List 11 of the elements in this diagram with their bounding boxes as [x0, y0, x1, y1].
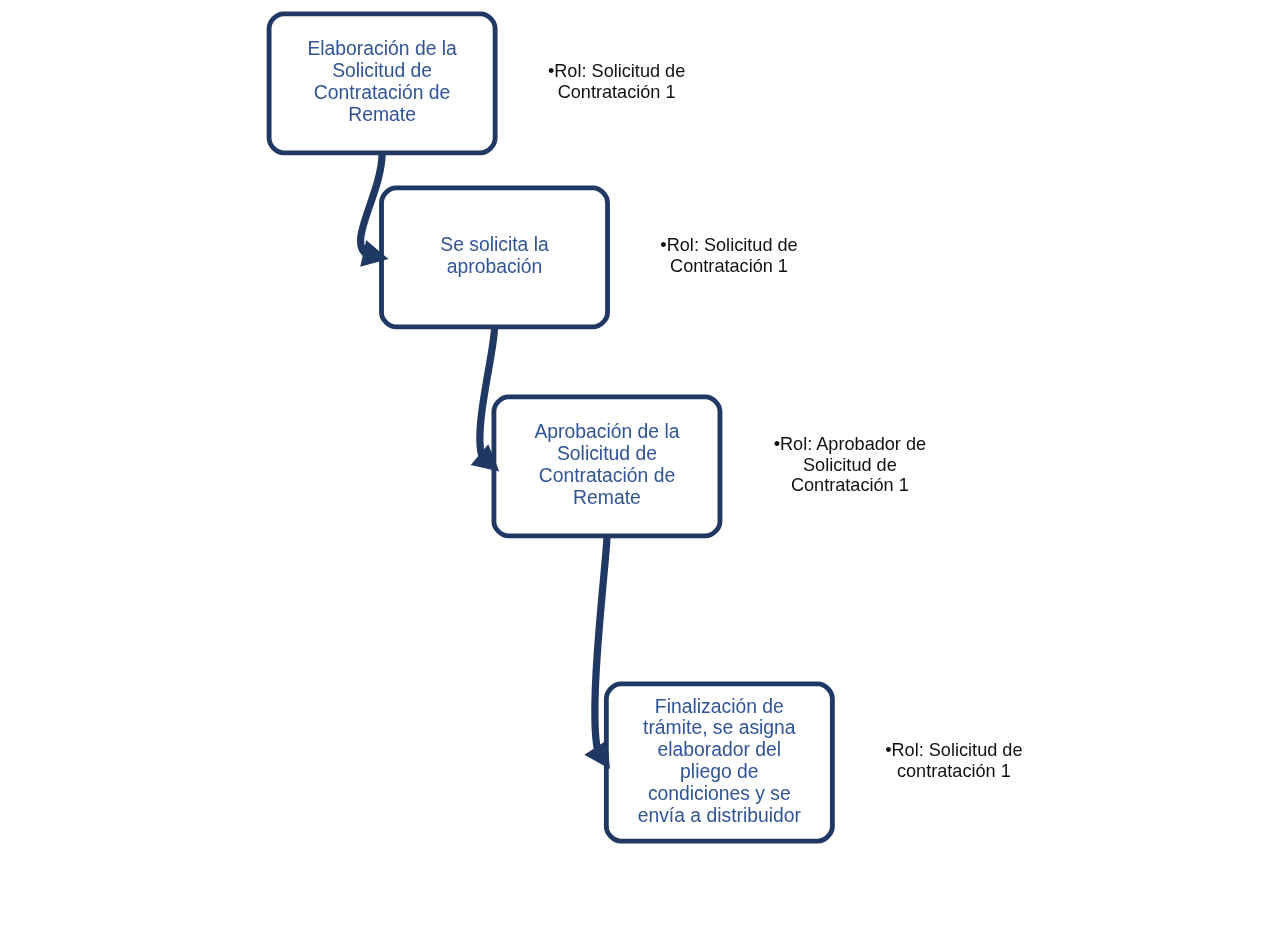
- arrow: [470, 326, 499, 471]
- node-label: •Rol: Solicitud de Contratación 1: [659, 234, 798, 276]
- arrow: [356, 152, 389, 267]
- node-box: Elaboración de la Solicitud de Contratación de Remate: [266, 10, 498, 155]
- node-box: Se solicita la aprobación: [378, 184, 610, 329]
- node-label: •Rol: Aprobador de Solicitud de Contratación 1: [773, 433, 926, 495]
- node-box: Finalización de trámite, se asigna elaborador del pliego de condiciones y se envía a distribuidor: [603, 681, 835, 843]
- node-label: •Rol: Solicitud de contratación 1: [884, 739, 1022, 781]
- arrow: [583, 535, 611, 769]
- node-label: •Rol: Solicitud de Contratación 1: [547, 60, 685, 102]
- node-box: Aprobación de la Solicitud de Contratación de Remate: [491, 393, 722, 538]
